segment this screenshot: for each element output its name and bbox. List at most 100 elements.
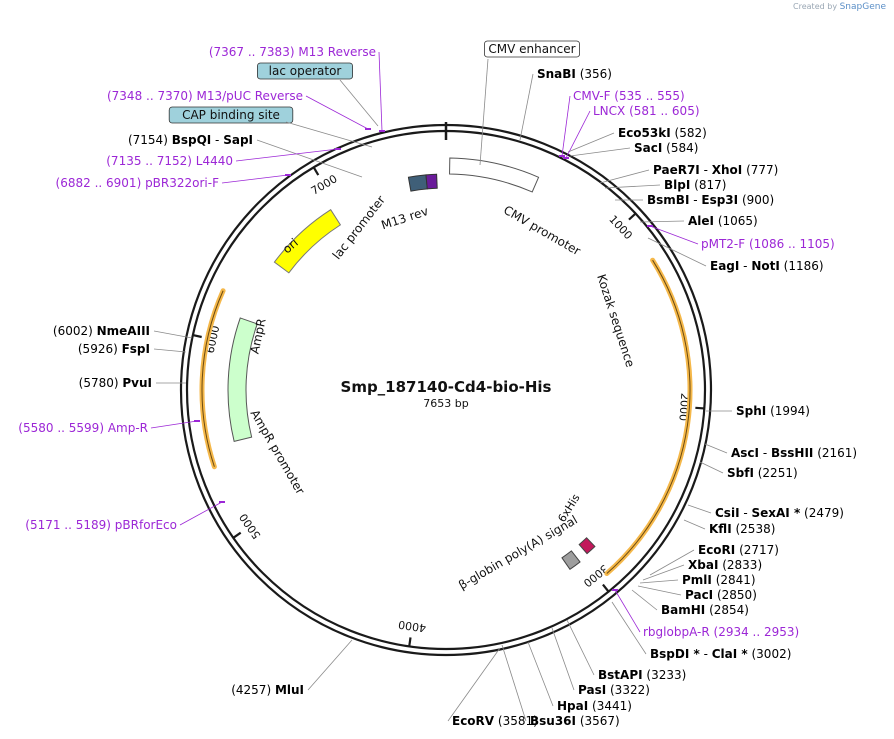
- enzyme-bsmbi-part: Esp3I: [701, 193, 738, 207]
- enzyme-leader: [551, 627, 575, 691]
- enzyme-pmli: PmlI (2841): [682, 573, 756, 587]
- enzyme-bspdi: BspDI * - ClaI * (3002): [650, 647, 791, 661]
- enzyme-pasi-part: (3322): [606, 683, 650, 697]
- enzyme-bsmbi-part: (900): [738, 193, 774, 207]
- tick-label: 4000: [397, 618, 427, 635]
- enzyme-alei-part: (1065): [714, 214, 758, 228]
- enzyme-leader: [153, 330, 193, 339]
- primer-leader: [221, 174, 289, 184]
- enzyme-leader: [569, 147, 631, 157]
- feature-lac-operator-box: [256, 62, 353, 80]
- enzyme-saci-part: SacI: [634, 141, 662, 155]
- feature-lac-promoter: lac promoter: [330, 193, 388, 262]
- enzyme-bsu36i-part: Bsu36I: [530, 714, 576, 728]
- enzyme-paer7i-part: (777): [742, 163, 778, 177]
- feature-cap-binding-site: CAP binding site: [182, 108, 280, 122]
- enzyme-paer7i: PaeR7I - XhoI (777): [653, 163, 778, 177]
- enzyme-paer7i-part: -: [700, 163, 712, 177]
- enzyme-fspi-part: FspI: [122, 342, 150, 356]
- enzyme-blpi: BlpI (817): [664, 178, 726, 192]
- ampr-arrow: [227, 317, 258, 442]
- enzyme-bspqi-part: -: [211, 133, 223, 147]
- enzyme-bspqi-part: BspQI: [172, 133, 212, 147]
- enzyme-sbfi: SbfI (2251): [727, 466, 798, 480]
- enzyme-pvui-part: (5780): [79, 376, 123, 390]
- primer-pbr322ori-f: (6882 .. 6901) pBR322ori-F: [56, 176, 220, 190]
- enzyme-bspdi-part: -: [700, 647, 712, 661]
- enzyme-asci-part: BssHII: [771, 446, 813, 460]
- tick-mark: [602, 583, 610, 593]
- enzyme-ecorv-part: (3581): [494, 714, 538, 728]
- ampr-outline-arc: [199, 288, 226, 470]
- enzyme-eco53ki-part: (582): [671, 126, 707, 140]
- enzyme-pasi: PasI (3322): [578, 683, 650, 697]
- brand-name: SnapGene: [839, 2, 886, 12]
- enzyme-xbai: XbaI (2833): [688, 558, 762, 572]
- primer-leader: [614, 589, 641, 633]
- enzyme-bstapi-part: BstAPI: [598, 668, 643, 682]
- enzyme-csii-part: SexAI *: [752, 506, 801, 520]
- enzyme-pasi-part: PasI: [578, 683, 606, 697]
- tick-mark: [695, 406, 705, 410]
- enzyme-sbfi-part: (2251): [754, 466, 798, 480]
- brand-caption: Created by: [793, 2, 838, 11]
- primer-amp-r: (5580 .. 5599) Amp-R: [18, 421, 148, 435]
- enzyme-csii: CsiI - SexAI * (2479): [715, 506, 844, 520]
- enzyme-bstapi-part: (3233): [643, 668, 687, 682]
- primer-leader: [305, 95, 369, 130]
- primer-cmv-f-part: (535 .. 555): [610, 89, 684, 103]
- enzyme-leader: [153, 348, 187, 353]
- his-tag-box: [578, 537, 596, 555]
- primer-lncx: LNCX (581 .. 605): [593, 104, 700, 118]
- enzyme-csii-part: (2479): [800, 506, 844, 520]
- primer-leader: [561, 95, 571, 157]
- enzyme-ecori-part: (2717): [735, 543, 779, 557]
- primer-lncx-part: (581 .. 605): [625, 104, 699, 118]
- feature-kozak-sequence: Kozak sequence: [594, 273, 637, 369]
- primer-pbr322ori-f-part: (6882 .. 6901): [56, 176, 146, 190]
- enzyme-leader: [501, 644, 527, 722]
- primer-pmt2-f-part: pMT2-F: [701, 237, 745, 251]
- primer-pbr322ori-f-part: pBR322ori-F: [145, 176, 219, 190]
- primer-m13-reverse-part: M13 Reverse: [298, 45, 376, 59]
- enzyme-hpai-part: HpaI: [557, 699, 588, 713]
- enzyme-leader: [631, 589, 658, 611]
- enzyme-leader: [527, 641, 554, 707]
- enzyme-bspqi-part: SapI: [223, 133, 253, 147]
- enzyme-sphi: SphI (1994): [736, 404, 810, 418]
- enzyme-nmeaiii: (6002) NmeAIII: [53, 324, 150, 338]
- enzyme-paci-part: PacI: [685, 588, 713, 602]
- primer-l4440-part: L4440: [196, 154, 233, 168]
- enzyme-mlui: (4257) MluI: [231, 683, 304, 697]
- cds-arrow: [606, 259, 691, 574]
- enzyme-sbfi-part: SbfI: [727, 466, 754, 480]
- enzyme-leader: [599, 169, 650, 184]
- enzyme-eagi-part: (1186): [780, 259, 824, 273]
- enzyme-bamhi: BamHI (2854): [661, 603, 749, 617]
- enzyme-fspi: (5926) FspI: [78, 342, 150, 356]
- primer-cmv-f-part: CMV-F: [573, 89, 611, 103]
- enzyme-leader: [637, 585, 682, 596]
- enzyme-mlui-part: (4257): [231, 683, 275, 697]
- cap-leader: [285, 121, 373, 148]
- feature-cmv-promoter: CMV promoter: [501, 203, 583, 258]
- lac-operator-leader: [339, 79, 379, 127]
- enzyme-leader: [699, 461, 724, 474]
- enzyme-bspdi-part: (3002): [748, 647, 792, 661]
- tick-mark: [628, 212, 637, 221]
- enzyme-paer7i-part: PaeR7I: [653, 163, 700, 177]
- enzyme-saci: SacI (584): [634, 141, 698, 155]
- primer-m13-puc-reverse-part: (7348 .. 7370): [107, 89, 197, 103]
- feature-polya-signal: β-globin poly(A) signal: [456, 513, 580, 593]
- enzyme-hpai-part: (3441): [588, 699, 632, 713]
- tick-label: 7000: [309, 172, 340, 197]
- primer-m13-puc-reverse: (7348 .. 7370) M13/pUC Reverse: [107, 89, 303, 103]
- enzyme-sphi-part: SphI: [736, 404, 766, 418]
- enzyme-leader: [683, 519, 706, 530]
- enzyme-asci-part: (2161): [813, 446, 857, 460]
- enzyme-paci: PacI (2850): [685, 588, 757, 602]
- feature-m13-rev: M13 rev: [379, 204, 430, 232]
- feature-lac-operator: lac operator: [269, 64, 342, 78]
- enzyme-leader: [519, 73, 534, 141]
